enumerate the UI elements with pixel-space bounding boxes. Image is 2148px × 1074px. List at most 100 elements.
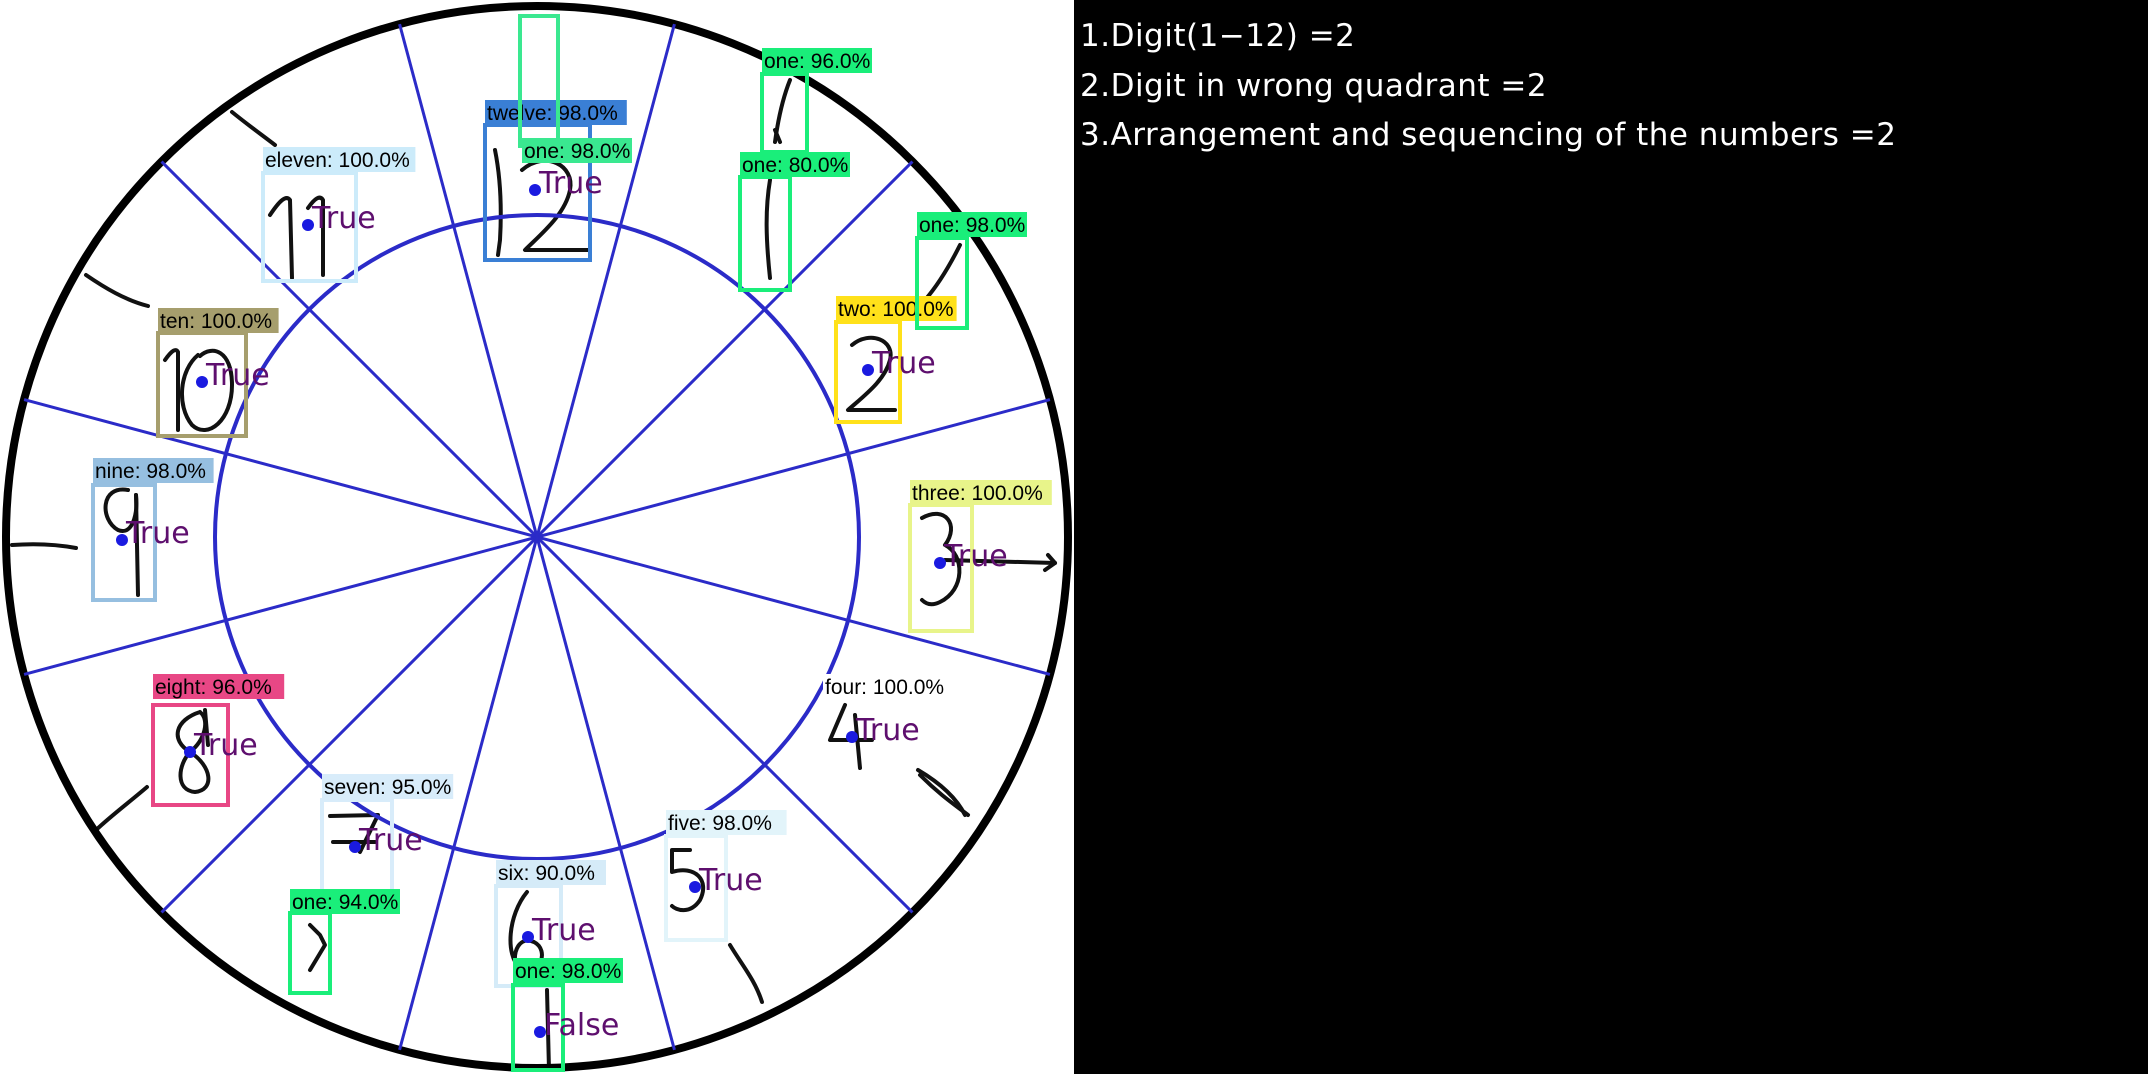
detection-label-bg xyxy=(666,810,787,835)
detection-label-bg xyxy=(158,308,279,333)
quadrant-status: True xyxy=(193,728,258,763)
detection-6: seven: 95.0%True xyxy=(320,774,454,894)
ink-stroke xyxy=(846,335,897,412)
centroid-dot xyxy=(196,376,208,388)
detection-label-bg xyxy=(823,674,955,699)
detection-label: four: 100.0% xyxy=(825,676,944,699)
ink-stroke xyxy=(920,511,962,607)
detection-label-bg xyxy=(836,296,957,321)
detection-box xyxy=(834,320,902,424)
centroid-dot xyxy=(302,219,314,231)
detection-10: five: 98.0%True xyxy=(664,810,787,942)
detection-label: ten: 100.0% xyxy=(160,310,272,333)
detection-label: one: 98.0% xyxy=(515,960,621,983)
ink-stroke xyxy=(764,178,772,280)
centroid-dot xyxy=(862,364,874,376)
detection-label: one: 80.0% xyxy=(742,154,848,177)
ink-stroke xyxy=(773,128,782,144)
detection-12: three: 100.0% True xyxy=(908,480,1052,633)
ink-stroke xyxy=(1043,553,1057,572)
ink-stroke xyxy=(545,988,551,1072)
detection-8: six: 90.0% True xyxy=(494,860,606,988)
ink-stroke xyxy=(308,923,327,972)
quadrant-status: True xyxy=(531,913,596,948)
detection-2: eleven: 100.0% True xyxy=(261,147,416,283)
centroid-dot xyxy=(184,746,196,758)
detection-16: one: 98.0% xyxy=(915,212,1027,330)
detection-label: six: 90.0% xyxy=(498,862,595,885)
detection-label: one: 94.0% xyxy=(292,891,398,914)
quadrant-status: True xyxy=(125,516,190,551)
score-digit-count: 1.Digit(1−12) =2 xyxy=(1080,18,1356,54)
centroid-dot xyxy=(349,841,361,853)
detection-label: nine: 98.0% xyxy=(95,460,206,483)
detection-14: one: 96.0% xyxy=(760,48,872,154)
detection-box xyxy=(821,698,885,778)
ink-stroke xyxy=(10,542,78,550)
detection-box xyxy=(151,703,230,807)
quadrant-status: True xyxy=(311,201,376,236)
quadrant-status: True xyxy=(871,346,936,381)
centroid-dot xyxy=(689,881,701,893)
results-panel: 1.Digit(1−12) =2 2.Digit in wrong quadra… xyxy=(1074,0,2148,1074)
centroid-dot xyxy=(846,731,858,743)
ink-stroke xyxy=(230,110,277,147)
quadrant-status: True xyxy=(205,358,270,393)
ink-stroke xyxy=(175,710,211,794)
quadrant-status: True xyxy=(943,539,1008,574)
detection-1: one: 98.0% xyxy=(518,14,632,163)
clock-grid-layer xyxy=(2,2,1072,1072)
detection-label-bg xyxy=(263,147,416,172)
quadrant-status: True xyxy=(855,713,920,748)
detection-box xyxy=(91,483,157,602)
detection-box xyxy=(664,834,728,942)
detection-label-bg xyxy=(153,674,285,699)
detection-label: eight: 96.0% xyxy=(155,676,272,699)
detection-label-bg xyxy=(485,100,627,125)
centroid-dot xyxy=(116,534,128,546)
detection-label: one: 96.0% xyxy=(764,50,870,73)
detection-label-bg xyxy=(93,458,214,483)
detection-label: one: 98.0% xyxy=(524,140,630,163)
detection-box xyxy=(915,236,969,330)
detection-label-bg xyxy=(762,48,872,73)
ink-stroke xyxy=(853,713,862,770)
ink-stroke xyxy=(134,493,140,597)
detection-label-bg xyxy=(322,774,454,799)
detection-label: two: 100.0% xyxy=(838,298,954,321)
detection-label: three: 100.0% xyxy=(912,482,1043,505)
centroid-dot xyxy=(934,557,946,569)
ink-stroke xyxy=(918,773,970,817)
detection-label-bg xyxy=(917,212,1027,237)
ink-stroke xyxy=(94,785,149,832)
score-wrong-quadrant: 2.Digit in wrong quadrant =2 xyxy=(1080,68,1548,104)
ink-stroke xyxy=(163,348,180,432)
inner-reference-circle xyxy=(213,213,861,861)
detection-11: four: 100.0% True xyxy=(821,674,955,778)
centroid-dot xyxy=(534,1026,546,1038)
ink-stroke xyxy=(268,196,294,280)
detection-5: eight: 96.0% True xyxy=(151,674,285,807)
detection-label-bg xyxy=(290,889,400,914)
detection-label-bg xyxy=(496,860,606,885)
quadrant-status: False xyxy=(544,1008,619,1043)
ink-stroke xyxy=(923,243,962,302)
ink-stroke xyxy=(728,943,764,1004)
detection-9: one: 98.0% False xyxy=(511,958,623,1072)
detection-4: nine: 98.0% True xyxy=(91,458,214,602)
detection-label: twelve: 98.0% xyxy=(487,102,618,125)
detection-box xyxy=(760,72,809,154)
ink-stroke xyxy=(943,558,1057,565)
quadrant-status: True xyxy=(358,823,423,858)
detection-0: twelve: 98.0%True xyxy=(483,100,627,262)
ink-stroke xyxy=(180,348,234,432)
detection-3: ten: 100.0% True xyxy=(156,308,279,438)
detection-label-bg xyxy=(910,480,1052,505)
detection-15: one: 80.0% xyxy=(738,152,850,292)
detection-label-bg xyxy=(522,138,632,163)
ink-stroke xyxy=(670,848,706,913)
detection-label: eleven: 100.0% xyxy=(265,149,410,172)
